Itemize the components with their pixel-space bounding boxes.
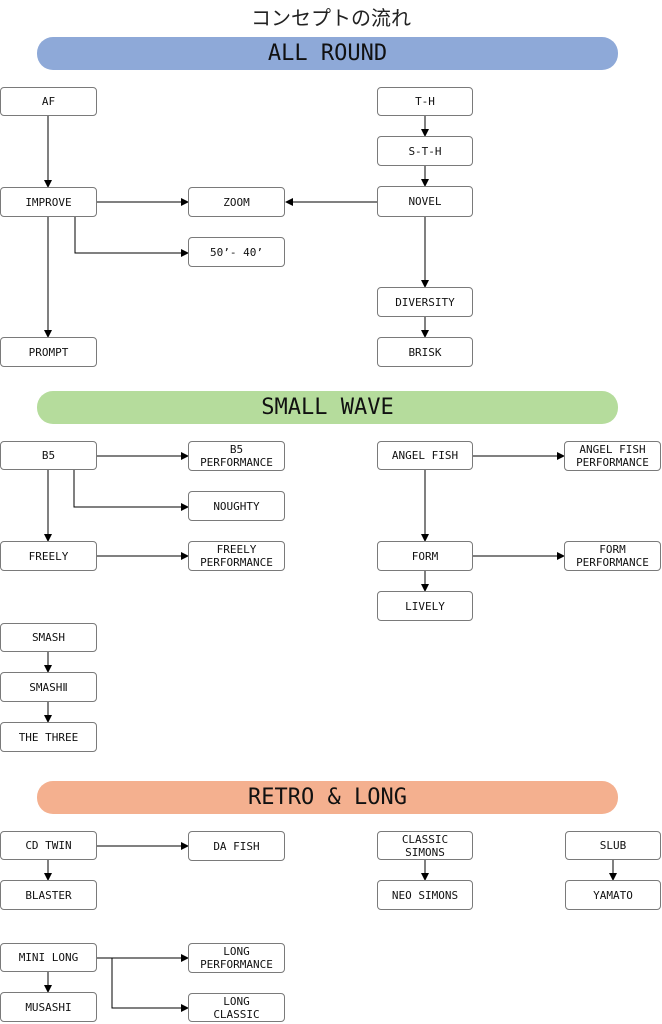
node-slub: SLUB bbox=[565, 831, 661, 860]
node-neo-simons: NEO SIMONS bbox=[377, 880, 473, 910]
section-banner-small-wave: SMALL WAVE bbox=[37, 391, 618, 424]
node-lively: LIVELY bbox=[377, 591, 473, 621]
node-novel: NOVEL bbox=[377, 186, 473, 217]
node-long-classic: LONG CLASSIC bbox=[188, 993, 285, 1022]
node-smash-2: SMASHⅡ bbox=[0, 672, 97, 702]
node-freely: FREELY bbox=[0, 541, 97, 571]
edge-b5-noughty bbox=[73, 470, 189, 511]
node-angel-fish: ANGEL FISH bbox=[377, 441, 473, 470]
node-th: T-H bbox=[377, 87, 473, 116]
node-long-performance: LONG PERFORMANCE bbox=[188, 943, 285, 973]
node-form-performance: FORM PERFORMANCE bbox=[564, 541, 661, 571]
page-title: コンセプトの流れ bbox=[251, 6, 411, 30]
node-brisk: BRISK bbox=[377, 337, 473, 367]
node-cd-twin: CD TWIN bbox=[0, 831, 97, 860]
edge-improve-50-40 bbox=[74, 217, 189, 257]
node-da-fish: DA FISH bbox=[188, 831, 285, 861]
node-freely-performance: FREELY PERFORMANCE bbox=[188, 541, 285, 571]
node-musashi: MUSASHI bbox=[0, 992, 97, 1022]
node-prompt: PROMPT bbox=[0, 337, 97, 367]
section-banner-all-round: ALL ROUND bbox=[37, 37, 618, 70]
node-zoom: ZOOM bbox=[188, 187, 285, 217]
node-angel-fish-performance: ANGEL FISH PERFORMANCE bbox=[564, 441, 661, 471]
node-improve: IMPROVE bbox=[0, 187, 97, 217]
node-the-three: THE THREE bbox=[0, 722, 97, 752]
node-50-40: 50’- 40’ bbox=[188, 237, 285, 267]
node-smash: SMASH bbox=[0, 623, 97, 652]
node-diversity: DIVERSITY bbox=[377, 287, 473, 317]
node-yamato: YAMATO bbox=[565, 880, 661, 910]
node-mini-long: MINI LONG bbox=[0, 943, 97, 972]
node-b5-performance: B5 PERFORMANCE bbox=[188, 441, 285, 471]
node-form: FORM bbox=[377, 541, 473, 571]
node-sth: S-T-H bbox=[377, 136, 473, 166]
node-noughty: NOUGHTY bbox=[188, 491, 285, 521]
node-b5: B5 bbox=[0, 441, 97, 470]
section-banner-retro-long: RETRO & LONG bbox=[37, 781, 618, 814]
edge-minilong-longclassic bbox=[111, 958, 189, 1012]
node-af: AF bbox=[0, 87, 97, 116]
node-blaster: BLASTER bbox=[0, 880, 97, 910]
node-classic-simons: CLASSIC SIMONS bbox=[377, 831, 473, 860]
